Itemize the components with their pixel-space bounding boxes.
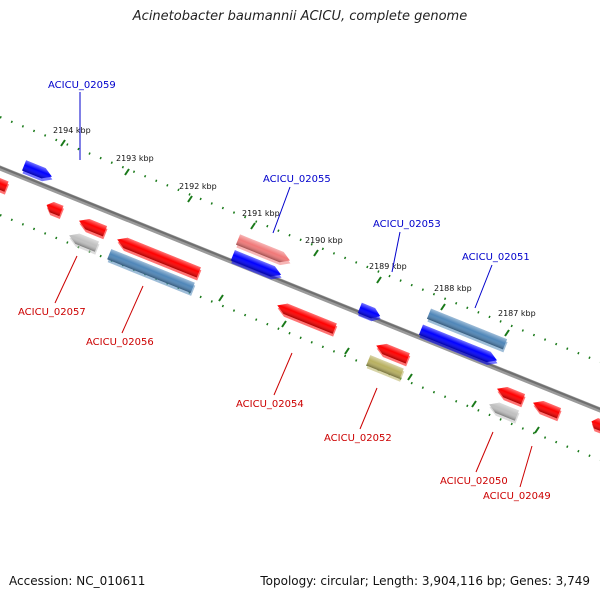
scale-tick	[440, 303, 446, 311]
scale-tick	[471, 400, 477, 408]
gene-block-acicu-02051-b	[418, 324, 498, 365]
scale-tick	[376, 276, 382, 284]
leader-line-acicu-02052	[359, 387, 378, 430]
scale-tick	[60, 139, 66, 147]
ruler-layer: 2194 kbp 2193 kbp 2192 kbp 2191 kbp 2190 kbp…	[0, 115, 600, 462]
gene-block-red-long	[117, 237, 202, 281]
scale-tick-label: 2192 kbp	[179, 182, 217, 191]
gene-block-left-edge	[0, 178, 10, 195]
scale-tick-label: 2190 kbp	[305, 236, 343, 245]
gene-label-acicu-02059: ACICU_02059	[48, 80, 116, 91]
gene-block-acicu-02050	[489, 402, 520, 424]
scale-tick	[187, 195, 193, 203]
gene-label-acicu-02056: ACICU_02056	[86, 337, 154, 348]
genome-summary-text: Topology: circular; Length: 3,904,116 bp…	[260, 574, 590, 588]
scale-tick	[313, 249, 319, 257]
upper-scale-dots	[0, 115, 600, 364]
scale-tick-label: 2189 kbp	[369, 262, 407, 271]
gene-label-acicu-02054: ACICU_02054	[236, 399, 304, 410]
leader-line-acicu-02055	[272, 186, 291, 234]
backbone-layer	[0, 165, 600, 413]
gene-label-acicu-02055: ACICU_02055	[263, 174, 331, 185]
gene-block-acicu-02059	[22, 160, 53, 182]
gene-block-right-edge	[591, 418, 600, 435]
scale-tick	[250, 222, 256, 230]
gene-block-acicu-02054	[277, 303, 338, 337]
gene-label-acicu-02051: ACICU_02051	[462, 252, 530, 263]
gene-block-acicu-02057	[69, 233, 100, 255]
leader-line-acicu-02049	[519, 445, 533, 488]
gene-label-acicu-02049: ACICU_02049	[483, 491, 551, 502]
gene-block-acicu-02056	[107, 249, 196, 296]
leader-line-acicu-02050	[475, 431, 494, 473]
gene-block-small	[46, 202, 64, 219]
gene-block-acicu-02052	[366, 355, 405, 382]
accession-text: Accession: NC_010611	[9, 574, 146, 588]
scale-tick-label: 2191 kbp	[242, 209, 280, 218]
scale-tick	[407, 373, 413, 381]
lower-scale-dots	[0, 213, 600, 462]
scale-tick	[504, 329, 510, 337]
map-title: Acinetobacter baumannii ACICU, complete …	[132, 9, 468, 24]
leader-line-acicu-02051	[474, 264, 493, 309]
scale-tick	[344, 347, 350, 355]
gene-label-acicu-02052: ACICU_02052	[324, 433, 392, 444]
gene-label-acicu-02053: ACICU_02053	[373, 219, 441, 230]
leader-line-acicu-02053	[391, 231, 401, 273]
scale-tick	[534, 426, 540, 434]
gene-block-acicu-02049	[533, 401, 562, 422]
leader-line-acicu-02054	[273, 352, 293, 396]
gene-block-small-2	[79, 219, 108, 240]
scale-tick	[218, 294, 224, 302]
scale-tick	[281, 320, 287, 328]
scale-tick-label: 2187 kbp	[498, 309, 536, 318]
gene-label-acicu-02057: ACICU_02057	[18, 307, 86, 318]
scale-tick-label: 2193 kbp	[116, 154, 154, 163]
gene-block-red-mid	[376, 343, 411, 367]
gene-layer	[0, 160, 600, 435]
scale-tick	[124, 168, 130, 176]
scale-tick-label: 2188 kbp	[434, 284, 472, 293]
label-layer: ACICU_02059ACICU_02055ACICU_02053ACICU_0…	[18, 80, 551, 502]
gene-block-acicu-02055-b	[230, 250, 282, 280]
genome-backbone-core	[0, 165, 600, 411]
gene-label-acicu-02050: ACICU_02050	[440, 476, 508, 487]
gene-block-acicu-02055	[235, 234, 291, 266]
leader-line-acicu-02057	[54, 255, 78, 304]
scale-tick-label: 2194 kbp	[53, 126, 91, 135]
gene-block-red-right	[497, 387, 526, 408]
gene-block-acicu-02051	[426, 308, 508, 353]
leader-line-acicu-02056	[121, 285, 144, 334]
gene-block-acicu-02053	[357, 302, 381, 322]
